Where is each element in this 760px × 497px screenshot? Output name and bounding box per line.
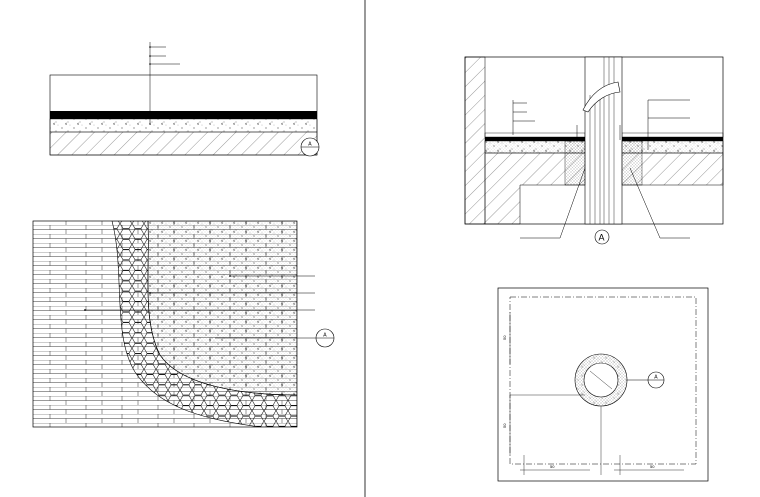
slab — [484, 152, 724, 225]
paving-plan-detail: A — [32, 220, 335, 428]
break-line — [582, 81, 621, 113]
column-plan-detail: 50 50 50 50 A — [497, 287, 709, 482]
section-marker-label: A — [308, 142, 312, 148]
screed-layer — [49, 118, 318, 133]
section-marker-label: A — [323, 333, 327, 339]
section-marker-a — [594, 229, 610, 245]
dimension-bottom-left: 50 — [550, 464, 555, 469]
floor-section-detail: A — [49, 42, 320, 157]
dimension-left-top: 50 — [502, 335, 507, 340]
section-marker-label: A — [654, 375, 658, 381]
section-marker-label: A — [599, 233, 605, 243]
structural-slab — [49, 131, 318, 156]
dimension-left-bottom: 50 — [502, 423, 507, 428]
column-section-detail: A — [464, 56, 724, 245]
dashed-boundary — [509, 296, 697, 465]
dimension-bottom-right: 50 — [650, 464, 655, 469]
wall — [464, 56, 486, 225]
